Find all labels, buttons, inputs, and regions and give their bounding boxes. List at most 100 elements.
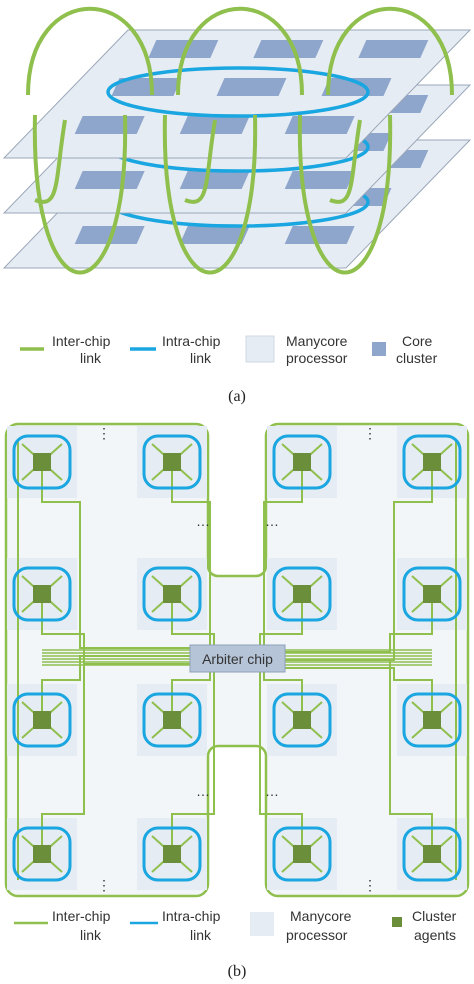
arbiter-chip-box — [189, 644, 286, 673]
cluster-agent — [423, 585, 441, 603]
legend-b-cluster-agent-label-2: agents — [414, 927, 456, 943]
intra-chip-ring — [142, 826, 202, 882]
legend-inter-chip-label-2: link — [80, 350, 102, 366]
cluster-agent — [33, 845, 51, 863]
core-cluster — [148, 40, 219, 58]
cluster-agent — [293, 585, 311, 603]
cluster-agent — [163, 453, 181, 471]
intra-chip-ring — [272, 826, 332, 882]
cluster-node — [402, 826, 462, 882]
cluster-agent — [163, 585, 181, 603]
cluster-node — [272, 826, 332, 882]
intra-chip-ring — [142, 566, 202, 622]
cluster-node — [272, 692, 332, 748]
cluster-agent — [163, 845, 181, 863]
legend-b-inter-chip-label-2: link — [80, 927, 102, 943]
legend-b: Inter-chip link Intra-chip link Manycore… — [14, 908, 457, 943]
ellipsis-group: ⋮ ⋮ … … … … ⋮ ⋮ — [97, 425, 377, 893]
cluster-agent — [423, 845, 441, 863]
cluster-node — [142, 434, 202, 490]
core-cluster — [179, 171, 250, 189]
panel-a-stacked-chips: Inter-chip link Intra-chip link Manycore… — [2, 6, 472, 405]
ellipsis-v-top-right: ⋮ — [363, 425, 377, 441]
intra-chip-ring — [142, 434, 202, 490]
ellipsis-h-lower-left: … — [196, 783, 210, 799]
core-cluster — [284, 116, 355, 134]
legend-inter-chip-label: Inter-chip — [52, 333, 111, 349]
intra-chip-ring — [12, 434, 72, 490]
cluster-agent — [423, 453, 441, 471]
caption-a: (a) — [228, 388, 246, 405]
intra-chip-ring — [12, 566, 72, 622]
legend-b-manycore-label: Manycore — [290, 908, 352, 924]
intra-chip-ring — [272, 566, 332, 622]
core-cluster — [216, 78, 287, 96]
legend-b-intra-chip-label-2: link — [190, 927, 212, 943]
intra-chip-ring — [402, 826, 462, 882]
manycore-processor-layer — [2, 29, 472, 159]
cluster-agent — [163, 711, 181, 729]
inter-chip-coils-front — [32, 114, 393, 275]
legend-core-cluster-label: Core — [402, 333, 433, 349]
cluster-node — [402, 434, 462, 490]
legend-intra-chip-label: Intra-chip — [162, 333, 221, 349]
intra-chip-ring — [12, 692, 72, 748]
ellipsis-h-upper-left: … — [196, 513, 210, 529]
cluster-node — [402, 692, 462, 748]
core-cluster — [284, 171, 355, 189]
arbiter-chip-label: Arbiter chip — [202, 651, 273, 667]
ellipsis-h-upper-right: … — [265, 513, 279, 529]
cluster-agent — [423, 711, 441, 729]
inter-chip-coil-front — [162, 114, 258, 275]
cluster-agent — [33, 453, 51, 471]
core-cluster — [74, 116, 145, 134]
intra-chip-ring — [402, 434, 462, 490]
legend-manycore-label-2: processor — [286, 350, 348, 366]
core-cluster — [358, 40, 429, 58]
cluster-node — [272, 566, 332, 622]
cluster-node — [402, 566, 462, 622]
core-cluster — [74, 171, 145, 189]
intra-chip-ring — [272, 692, 332, 748]
intra-chip-ring — [402, 692, 462, 748]
cluster-agent — [293, 453, 311, 471]
arbiter-chip: Arbiter chip — [189, 644, 286, 673]
panel-b-arbiter-layout: Arbiter chip ⋮ ⋮ … … … … ⋮ ⋮ Inter-chip … — [4, 422, 470, 980]
cluster-agent — [293, 845, 311, 863]
legend-b-cluster-agent-swatch — [392, 917, 402, 927]
core-cluster — [111, 78, 182, 96]
cluster-agent — [33, 711, 51, 729]
legend-b-manycore-swatch — [250, 912, 274, 936]
inter-chip-coil-back — [326, 6, 454, 96]
ellipsis-v-bottom-right: ⋮ — [363, 877, 377, 893]
inter-chip-coil-link — [184, 119, 217, 204]
cluster-agent — [33, 585, 51, 603]
core-cluster — [179, 226, 250, 244]
inter-chip-coil-front — [297, 114, 393, 275]
ellipsis-v-top-left: ⋮ — [97, 425, 111, 441]
inter-chip-coil-link — [329, 119, 362, 204]
cluster-node — [272, 434, 332, 490]
ellipsis-h-lower-right: … — [265, 783, 279, 799]
inter-chip-coils-back — [26, 6, 454, 96]
core-cluster — [284, 226, 355, 244]
legend-core-cluster-label-2: cluster — [396, 350, 438, 366]
cluster-nodes — [12, 434, 462, 882]
legend-manycore-label: Manycore — [286, 333, 348, 349]
inter-chip-coil-back — [176, 6, 304, 96]
intra-chip-ring — [12, 826, 72, 882]
intra-chip-ring — [272, 434, 332, 490]
intra-chip-ring — [142, 692, 202, 748]
cluster-node — [142, 692, 202, 748]
intra-chip-ring — [402, 566, 462, 622]
cluster-node — [142, 826, 202, 882]
ellipsis-v-bottom-left: ⋮ — [97, 877, 111, 893]
cluster-node — [12, 434, 72, 490]
legend-b-intra-chip-label: Intra-chip — [162, 908, 221, 924]
caption-b: (b) — [228, 963, 247, 980]
legend-b-manycore-label-2: processor — [286, 927, 348, 943]
legend-b-inter-chip-label: Inter-chip — [52, 908, 111, 924]
legend-b-cluster-agent-label: Cluster — [412, 908, 457, 924]
inter-chip-coil-back — [26, 6, 154, 96]
